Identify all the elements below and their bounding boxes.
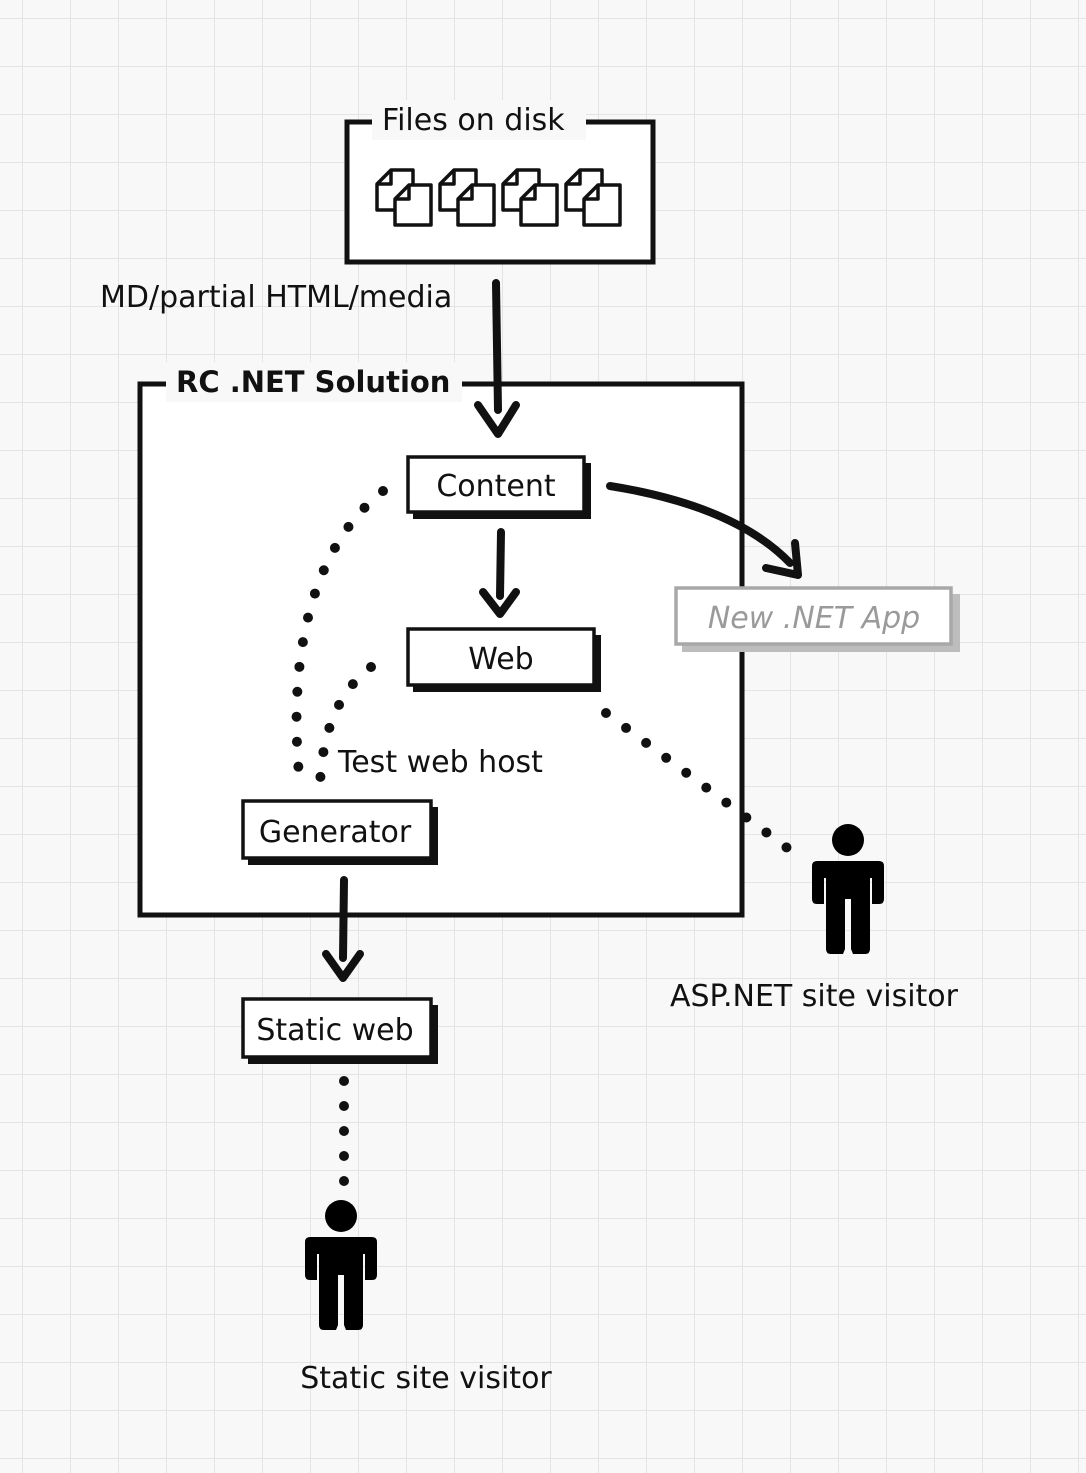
content-to-web-arrow (479, 528, 520, 618)
web-node: Web (406, 627, 601, 692)
files-on-disk-label: Files on disk (382, 103, 565, 138)
content-label: Content (436, 469, 556, 504)
content-to-new-app-arrow (606, 482, 802, 579)
static-site-visitor: Static site visitor (300, 1200, 552, 1396)
generator-to-static-web-arrow (322, 876, 364, 982)
asp-net-visitor: ASP.NET site visitor (670, 824, 959, 1014)
files-to-content-arrow (474, 279, 520, 438)
asp-net-visitor-label: ASP.NET site visitor (670, 979, 959, 1014)
files-on-disk-group: Files on disk (344, 100, 656, 265)
static-web-node: Static web (241, 997, 438, 1064)
person-icon (812, 824, 884, 954)
person-icon (305, 1200, 377, 1330)
generator-label: Generator (259, 815, 412, 850)
static-site-visitor-label: Static site visitor (300, 1361, 552, 1396)
static-web-label: Static web (256, 1013, 413, 1048)
new-net-app-label: New .NET App (708, 601, 920, 636)
content-node: Content (406, 455, 591, 519)
rc-net-solution-label: RC .NET Solution (176, 365, 450, 399)
web-label: Web (468, 642, 533, 677)
new-net-app-node: New .NET App (674, 586, 960, 652)
input-format-label: MD/partial HTML/media (100, 280, 452, 315)
test-web-host-label: Test web host (337, 745, 543, 780)
generator-node: Generator (241, 799, 438, 865)
